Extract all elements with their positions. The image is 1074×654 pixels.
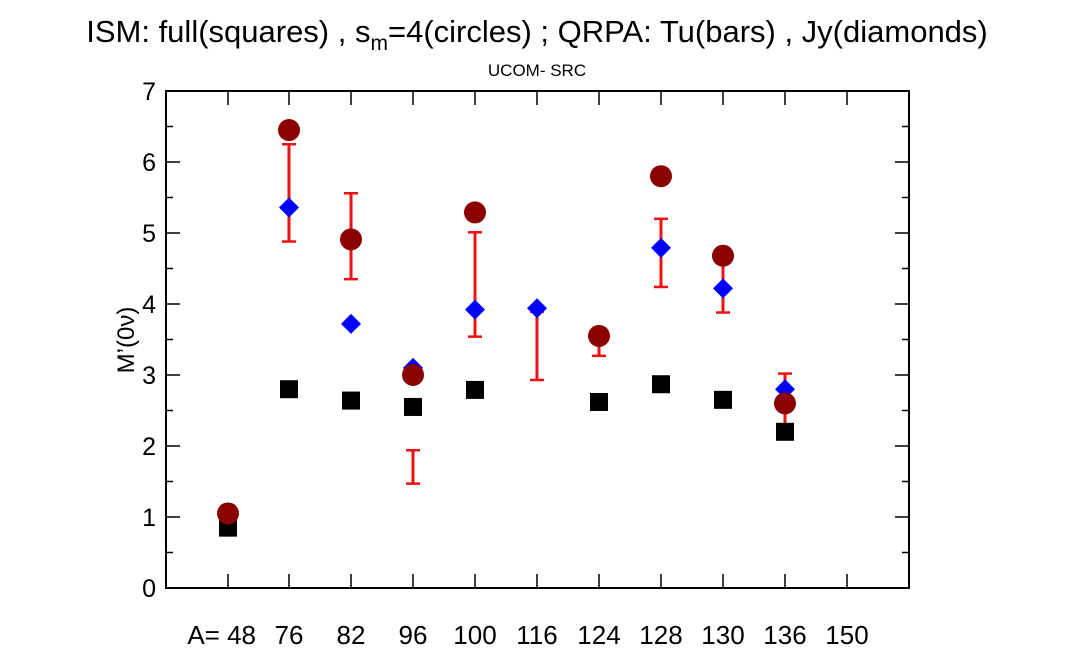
full-square-point [280, 380, 298, 399]
chart-title: UCOM- SRC [488, 61, 586, 80]
sm4-circle-point [278, 119, 300, 142]
x-tick-label: A= 48 [187, 620, 256, 649]
full-square-point [466, 380, 484, 399]
sm4-circle-point [774, 392, 796, 415]
y-axis-label: M’(0ν) [113, 307, 140, 374]
x-tick-label: 136 [763, 620, 806, 649]
sm4-circles [217, 119, 796, 525]
y-tick-label: 4 [142, 291, 156, 319]
axes-group: 0 1 2 3 4 5 6 7 A= 48 76 82 96 100 116 124 128 130 136 150 [142, 78, 909, 650]
full-square-point [776, 422, 794, 441]
full-square-point [652, 375, 670, 394]
y-tick-label: 7 [142, 78, 156, 106]
full-squares [219, 375, 794, 537]
sm4-circle-point [340, 228, 362, 251]
full-square-point [714, 390, 732, 409]
jy-diamond-point [651, 237, 671, 258]
jy-diamond-point [279, 197, 299, 218]
jy-diamond-point [713, 278, 733, 299]
jy-diamond-point [341, 313, 361, 334]
x-tick-label: 130 [701, 620, 744, 649]
y-tick-label: 2 [142, 433, 156, 461]
chart-header: ISM: full(squares) , sm=4(circles) ; QRP… [86, 14, 988, 55]
y-tick-label: 5 [142, 220, 156, 248]
x-tick-label: 82 [337, 620, 366, 649]
sm4-circle-point [712, 244, 734, 267]
x-tick-label: 100 [453, 620, 496, 649]
y-tick-label: 6 [142, 149, 156, 177]
x-tick-label: 128 [639, 620, 682, 649]
jy-diamond-point [527, 298, 547, 319]
header-text-1: ISM: full(squares) , s [86, 14, 370, 49]
sm4-circle-point [217, 502, 239, 525]
sm4-circle-point [402, 364, 424, 386]
y-tick-label: 0 [142, 575, 156, 603]
y-tick-label: 3 [142, 362, 156, 390]
jy-diamond-point [465, 299, 485, 320]
x-tick-label: 150 [825, 620, 868, 649]
x-tick-label: 116 [516, 620, 557, 649]
full-square-point [342, 391, 360, 410]
sm4-circle-point [464, 201, 486, 224]
x-tick-label: 96 [399, 620, 428, 649]
sm4-circle-point [650, 165, 672, 188]
full-square-point [404, 397, 422, 416]
sm4-circle-point [588, 324, 610, 347]
y-tick-label: 1 [142, 504, 156, 532]
x-tick-label: 76 [275, 620, 304, 649]
header-text-2: =4(circles) ; QRPA: Tu(bars) , Jy(diamon… [388, 14, 988, 49]
header-subscript: m [370, 32, 388, 55]
full-square-point [590, 392, 608, 411]
x-tick-label: 124 [577, 620, 620, 649]
